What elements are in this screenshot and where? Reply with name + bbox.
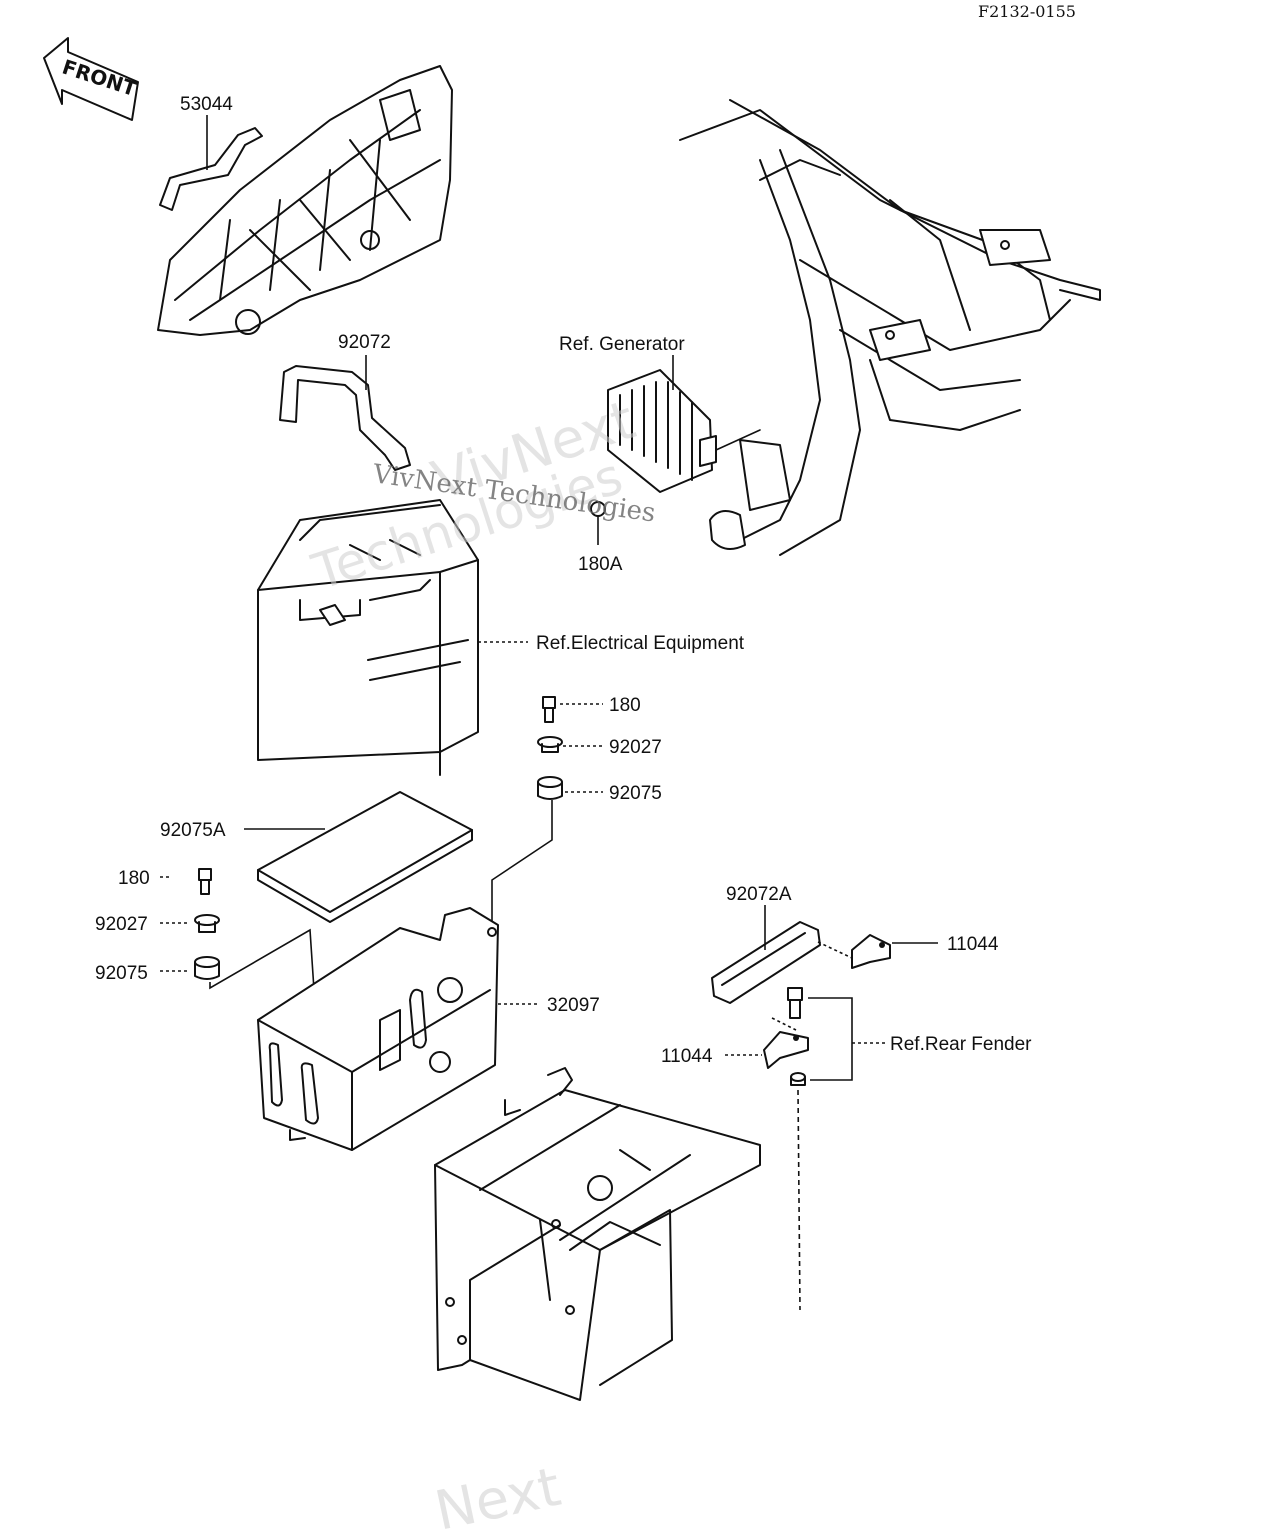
label-180-left: 180 — [118, 868, 150, 889]
regulator-generator — [607, 369, 761, 493]
part-53044-clamp — [159, 127, 263, 211]
part-92075A-pad — [257, 791, 473, 913]
drawing-code: F2132-0155 — [978, 2, 1076, 21]
part-180-bolt-right — [542, 696, 556, 723]
label-92075A: 92075A — [160, 820, 226, 841]
rear-frame — [679, 99, 1101, 556]
label-92072: 92072 — [338, 332, 391, 353]
part-180A-bolt — [590, 501, 606, 545]
label-92075-right: 92075 — [609, 783, 662, 804]
label-11044-left: 11044 — [661, 1046, 713, 1067]
part-11044-bracket-left — [763, 1031, 809, 1069]
part-92027-washer-left — [194, 914, 220, 933]
part-92072-strap — [279, 365, 411, 471]
label-ref-electrical: Ref.Electrical Equipment — [536, 633, 745, 654]
label-11044-right: 11044 — [947, 934, 999, 955]
part-92027-washer-right — [537, 736, 563, 753]
rear-fender-section — [434, 1067, 761, 1401]
label-92075-left: 92075 — [95, 963, 148, 984]
label-180-right: 180 — [609, 695, 641, 716]
label-92072A: 92072A — [726, 884, 792, 905]
svg-text:Next: Next — [430, 1455, 566, 1536]
label-ref-generator: Ref. Generator — [559, 334, 685, 355]
part-92075-grommet-left — [194, 956, 220, 980]
front-arrow-icon: FRONT — [43, 37, 140, 121]
label-32097: 32097 — [547, 995, 600, 1016]
part-fender-nut — [790, 1072, 806, 1086]
front-frame-section — [157, 65, 453, 336]
part-fender-bolt — [787, 987, 803, 1019]
label-ref-rear-fender: Ref.Rear Fender — [890, 1034, 1032, 1055]
label-92027-left: 92027 — [95, 914, 148, 935]
part-32097-battery-case — [257, 907, 499, 1151]
battery — [257, 499, 479, 776]
label-92027-right: 92027 — [609, 737, 662, 758]
label-53044: 53044 — [180, 94, 233, 115]
part-92075-grommet-right — [537, 776, 563, 800]
part-11044-bracket-right — [851, 934, 891, 969]
part-92072A-strap — [711, 921, 821, 1004]
label-180A: 180A — [578, 554, 623, 575]
part-180-bolt-left — [198, 868, 212, 895]
